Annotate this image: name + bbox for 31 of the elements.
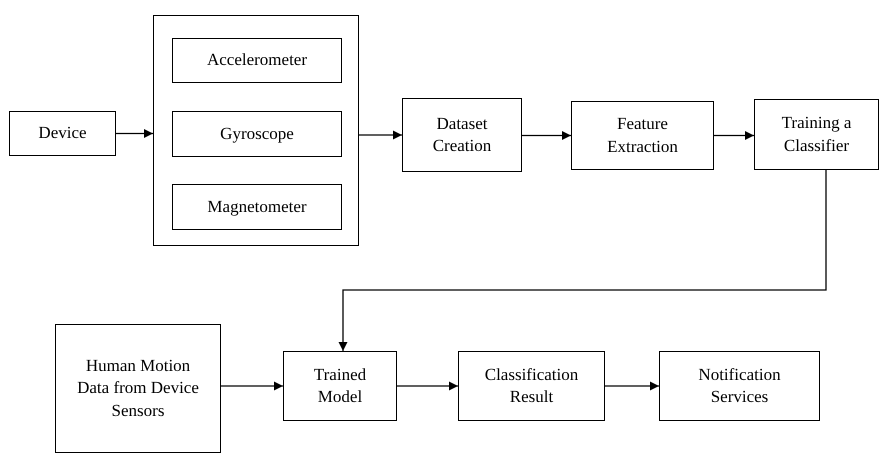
box-label: Notification Services [697,364,782,408]
sensor-group-box [153,15,359,246]
arrow [397,382,458,390]
box-label: Dataset Creation [432,112,492,157]
process-box [172,38,342,83]
process-box [659,351,820,421]
arrow [714,131,754,140]
box-label: Gyroscope [219,122,295,145]
box-label: Classification Result [484,364,580,408]
box-label: Feature Extraction [606,113,679,158]
arrow [359,130,402,140]
box-label: Device [37,122,88,144]
arrow [522,131,571,140]
process-box [55,324,221,453]
process-box [754,99,879,170]
process-box [402,98,522,172]
process-box [9,111,116,156]
arrow [605,382,659,390]
process-box [571,101,714,170]
box-label: Magnetometer [206,196,308,218]
arrow [221,382,283,390]
box-label: Trained Model [312,364,368,408]
process-box [172,184,342,230]
box-label: Accelerometer [206,49,308,72]
box-label: Training a Classifier [780,112,852,156]
process-box [458,351,605,421]
process-box [283,351,397,421]
process-box [172,111,342,157]
arrow [338,170,827,351]
arrow [116,129,153,138]
box-label: Human Motion Data from Device Sensors [76,355,200,422]
